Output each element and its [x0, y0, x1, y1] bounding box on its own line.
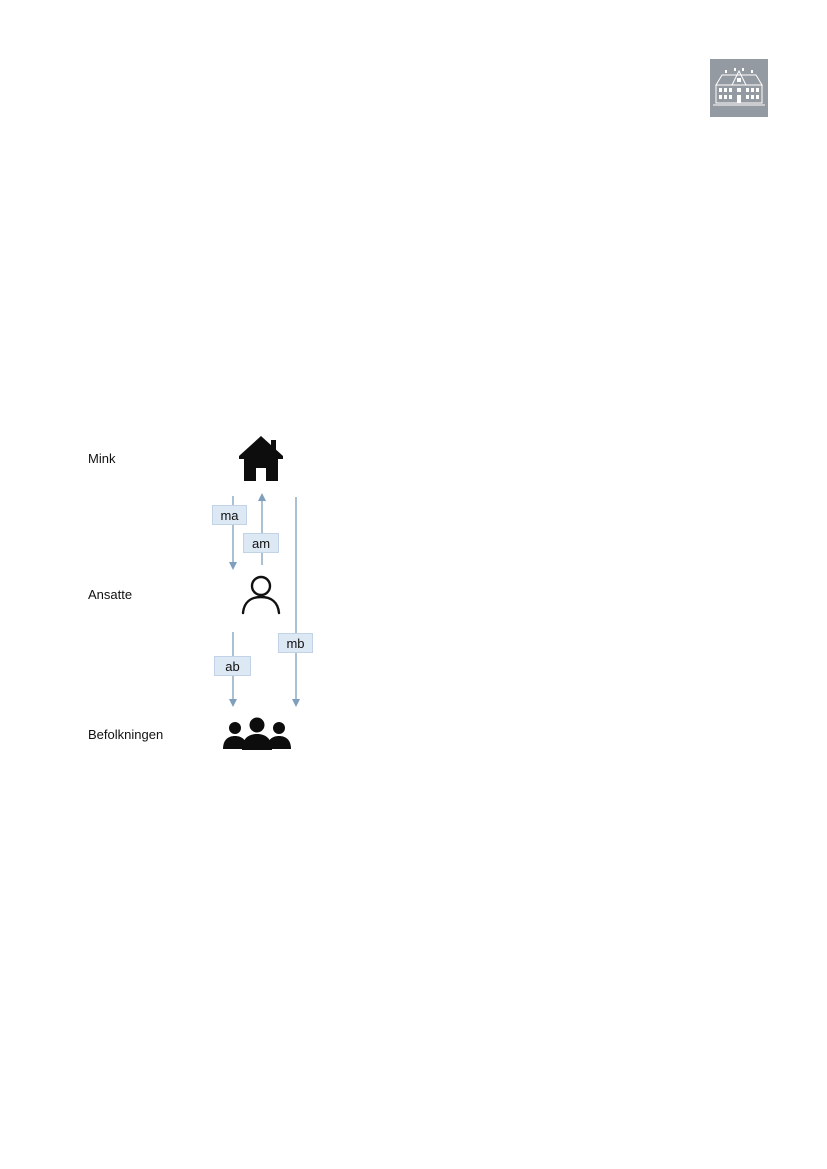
house-icon [239, 436, 283, 481]
node-label-mink: Mink [88, 451, 116, 466]
manor-house-logo [710, 59, 768, 117]
node-label-ansatte: Ansatte [88, 587, 133, 602]
group-icon [223, 717, 291, 750]
manor-house-icon [713, 68, 765, 106]
node-label-befolkningen: Befolkningen [88, 727, 164, 742]
edge-label-ma: ma [212, 505, 247, 525]
edge-label-ab: ab [214, 656, 251, 676]
person-icon [241, 575, 281, 615]
edge-label-mb: mb [278, 633, 313, 653]
edge-label-am: am [243, 533, 279, 553]
